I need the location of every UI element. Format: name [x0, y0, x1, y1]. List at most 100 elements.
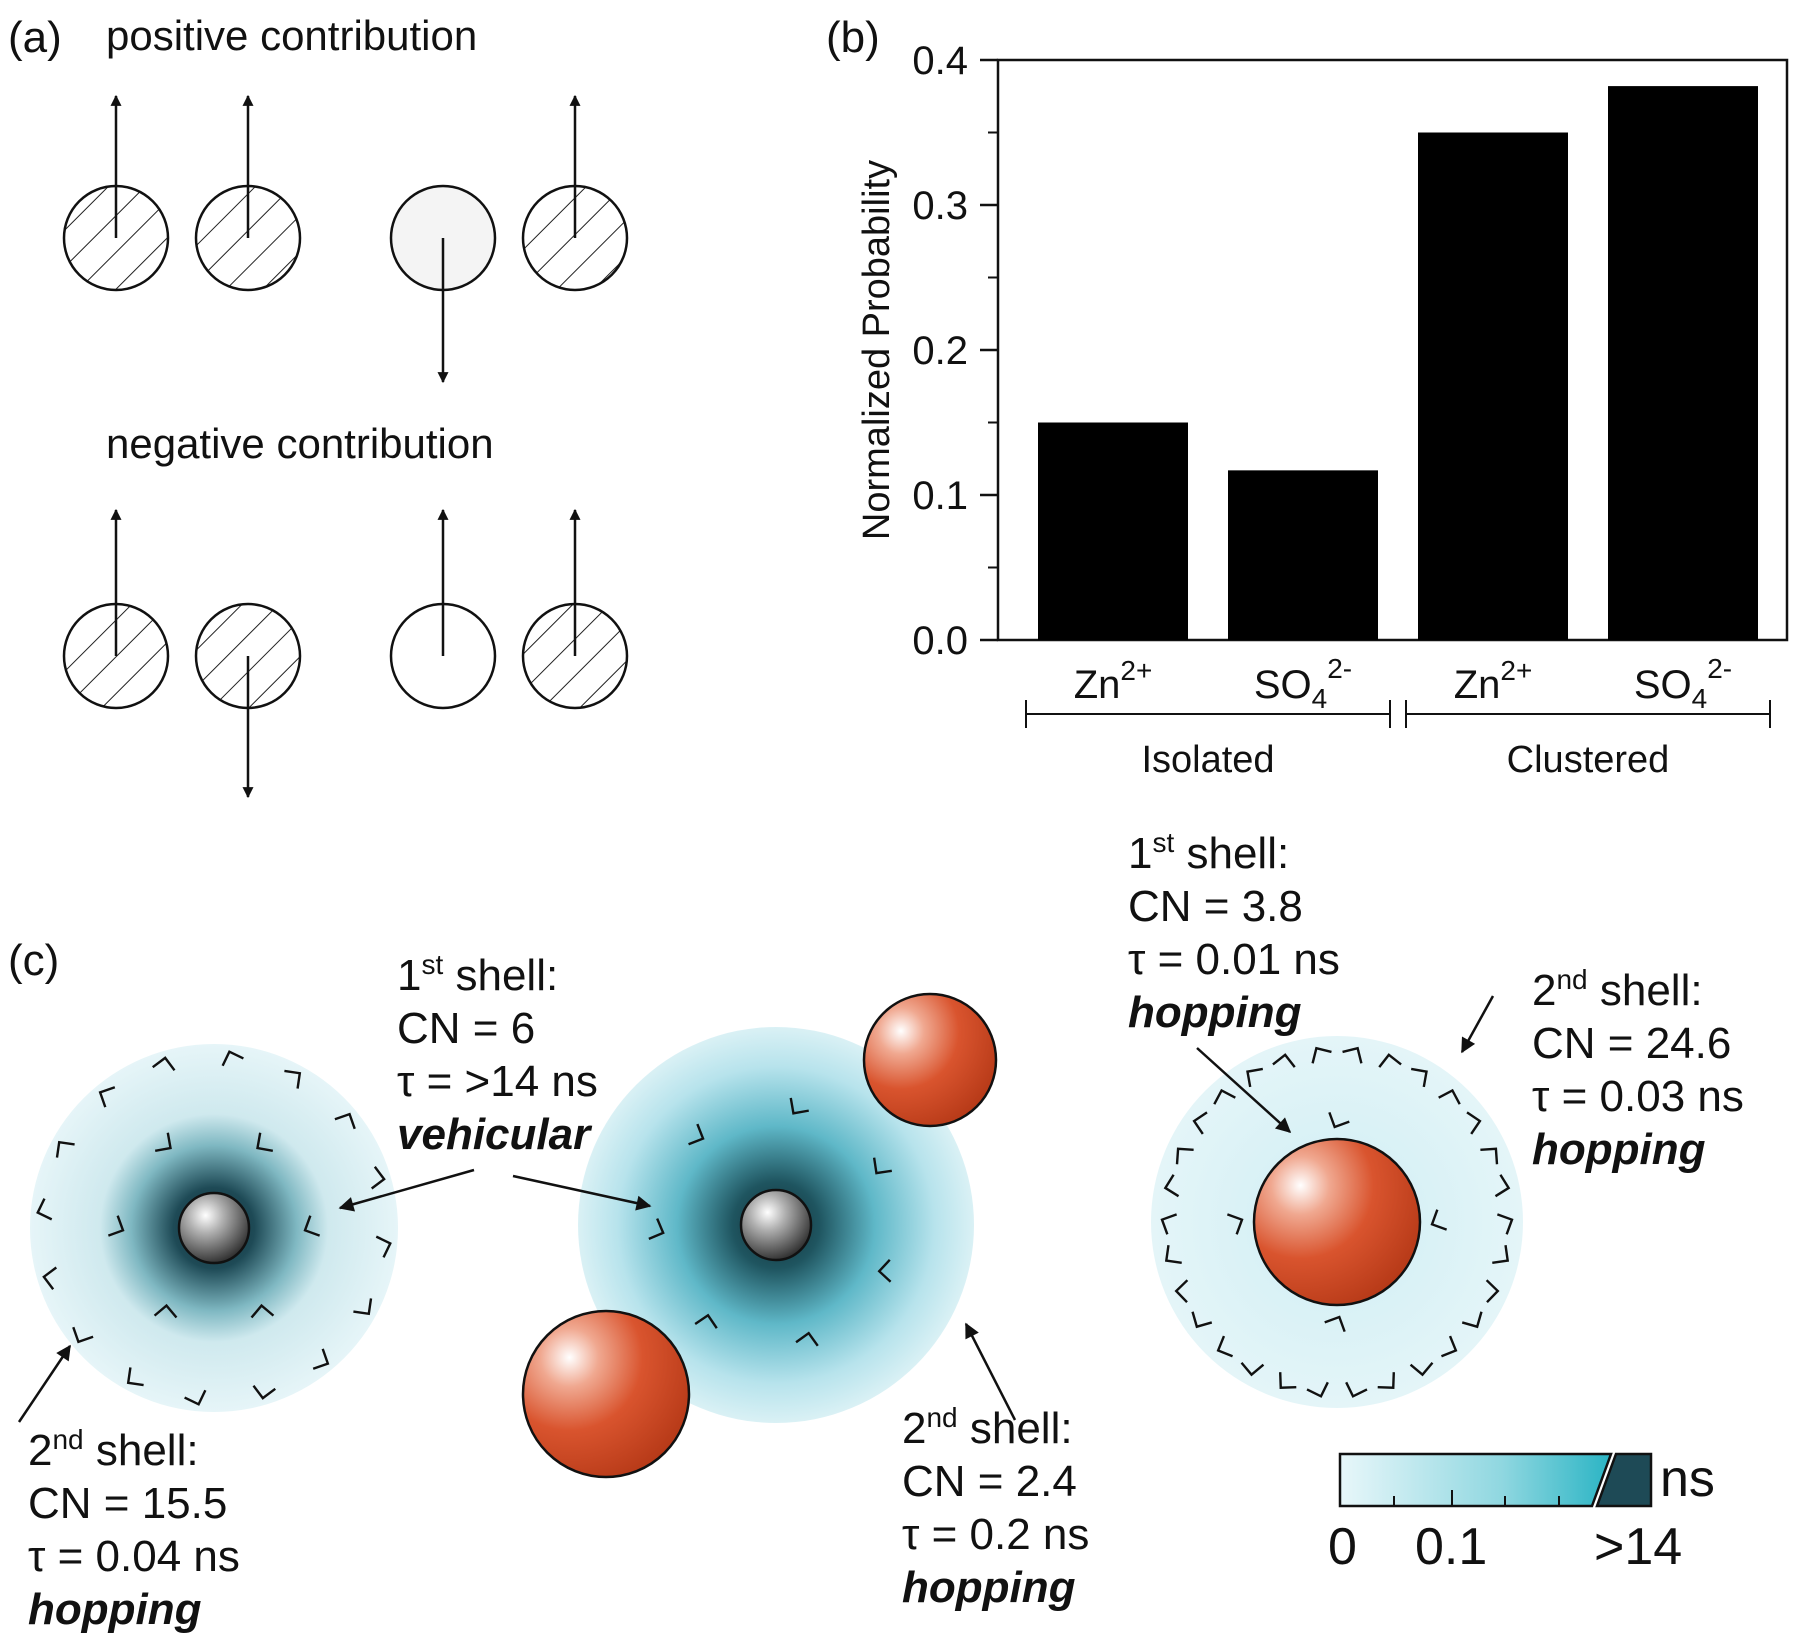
shell-tau: τ = 0.2 ns [902, 1510, 1089, 1559]
water-molecule-mark [126, 1367, 144, 1387]
panel-a-label: (a) [8, 13, 62, 62]
water-molecule-mark [221, 1050, 244, 1067]
negative-contribution-label: negative contribution [106, 420, 494, 467]
water-molecule-mark [1226, 1213, 1244, 1235]
water-molecule-mark [1492, 1245, 1510, 1264]
y-tick-label: 0.2 [912, 329, 968, 373]
shell-title-text: shell: [1588, 966, 1703, 1015]
water-molecule-mark [1461, 1311, 1483, 1329]
water-molecule-mark [107, 1215, 125, 1237]
water-molecule-mark [872, 1157, 892, 1175]
shell-cn: CN = 2.4 [902, 1457, 1077, 1506]
water-molecule-mark [252, 1384, 276, 1400]
shell-mechanism: hopping [1532, 1125, 1706, 1174]
x-tick-label: Zn2+ [1454, 655, 1533, 707]
first-shell-water-marks [1226, 1111, 1448, 1333]
svg-text:2nd shell:: 2nd shell: [1532, 964, 1703, 1015]
right-second-shell-annotation: 2nd shell: CN = 24.6 τ = 0.03 ns hopping [1532, 964, 1744, 1174]
bar [1608, 86, 1758, 641]
sulfate-ion [521, 1309, 691, 1479]
water-molecule-mark [1192, 1111, 1208, 1135]
second-shell-water-marks [36, 1050, 392, 1406]
colorbar-tick-label: 0.1 [1415, 1518, 1487, 1576]
water-molecule-mark [1438, 1088, 1461, 1105]
water-molecule-mark [250, 1303, 275, 1319]
svg-text:1st shell:: 1st shell: [1128, 827, 1289, 878]
right-first-shell-annotation: 1st shell: CN = 3.8 τ = 0.01 ns hopping [1128, 827, 1340, 1037]
x-tick-label: SO42- [1254, 653, 1352, 714]
svg-text:1st shell:: 1st shell: [397, 949, 558, 1000]
colorbar-unit: ns [1660, 1450, 1715, 1508]
svg-text:2nd shell:: 2nd shell: [902, 1402, 1073, 1453]
water-molecule-mark [648, 1218, 665, 1241]
water-molecule-mark [1496, 1213, 1514, 1235]
water-molecule-mark [1345, 1381, 1368, 1398]
positive-contribution-label: positive contribution [106, 12, 477, 59]
shell-title-number: 2 [28, 1426, 52, 1475]
water-molecule-mark [1410, 1067, 1428, 1088]
water-molecule-mark [1409, 1361, 1434, 1377]
colorbar-tick-label: 0 [1328, 1518, 1357, 1576]
annotation-arrows [17, 995, 1495, 1423]
water-molecule-mark [1174, 1279, 1189, 1304]
shell-tau: τ = 0.03 ns [1532, 1072, 1744, 1121]
shell-title-number: 1 [397, 951, 421, 1000]
pointer-arrow [17, 1344, 72, 1423]
colorbar-max-block [1595, 1452, 1653, 1508]
water-molecule-mark [184, 1389, 207, 1406]
y-tick-label: 0.0 [912, 619, 968, 663]
shell-title-ordinal: st [421, 949, 443, 980]
x-tick-label: Zn2+ [1074, 655, 1153, 707]
positive-row [62, 94, 629, 384]
shell-mechanism: hopping [1128, 988, 1302, 1037]
shell-title-text: shell: [443, 951, 558, 1000]
pointer-arrow [338, 1168, 475, 1212]
water-molecule-mark [1163, 1174, 1180, 1198]
bar [1228, 470, 1378, 640]
right-sulfate-cluster [1151, 1036, 1523, 1408]
shell-cn: CN = 6 [397, 1004, 535, 1053]
water-molecule-mark [256, 1132, 274, 1152]
negative-row [62, 508, 629, 799]
water-molecule-mark [1164, 1245, 1182, 1264]
water-molecule-mark [1466, 1111, 1482, 1135]
water-molecule-mark [1480, 1147, 1499, 1165]
water-molecule-mark [334, 1112, 356, 1130]
shell-tau: τ = 0.01 ns [1128, 935, 1340, 984]
group-label: Isolated [1141, 739, 1274, 781]
water-molecule-mark [1311, 1046, 1332, 1064]
water-molecule-mark [795, 1331, 819, 1347]
shell-cn: CN = 24.6 [1532, 1019, 1731, 1068]
water-molecule-mark [284, 1069, 302, 1089]
water-molecule-mark [154, 1132, 172, 1152]
first-shell-water-marks [107, 1132, 321, 1319]
water-molecule-mark [1160, 1213, 1178, 1235]
shell-cn: CN = 3.8 [1128, 882, 1303, 931]
shell-mechanism: vehicular [397, 1110, 593, 1159]
pointer-arrow [1196, 1047, 1292, 1134]
water-molecule-mark [72, 1326, 94, 1344]
residence-time-colorbar: ns 0 0.1 >14 [1328, 1450, 1715, 1576]
left-zinc-cluster [30, 1044, 398, 1412]
left-first-shell-annotation: 1st shell: CN = 6 τ = >14 ns vehicular [397, 949, 598, 1159]
shell-title-ordinal: nd [926, 1402, 957, 1433]
water-molecule-mark [877, 1258, 892, 1283]
group-label: Clustered [1507, 739, 1670, 781]
water-molecule-mark [1306, 1381, 1329, 1398]
zinc-ion [739, 1188, 813, 1262]
water-molecule-mark [789, 1097, 809, 1115]
water-molecule-mark [1279, 1372, 1297, 1389]
water-molecule-mark [303, 1215, 321, 1237]
panel-c-label: (c) [8, 936, 59, 985]
y-tick-label: 0.4 [912, 39, 968, 83]
shell-cn: CN = 15.5 [28, 1479, 227, 1528]
colorbar-tick-label: >14 [1594, 1518, 1682, 1576]
first-shell-water-marks [648, 1097, 892, 1347]
water-molecule-mark [1378, 1053, 1402, 1068]
water-molecule-mark [370, 1166, 386, 1190]
water-molecule-mark [353, 1298, 373, 1316]
water-molecule-mark [1494, 1174, 1511, 1198]
second-shell-water-marks [1160, 1046, 1514, 1398]
shell-title-text: shell: [1174, 829, 1289, 878]
